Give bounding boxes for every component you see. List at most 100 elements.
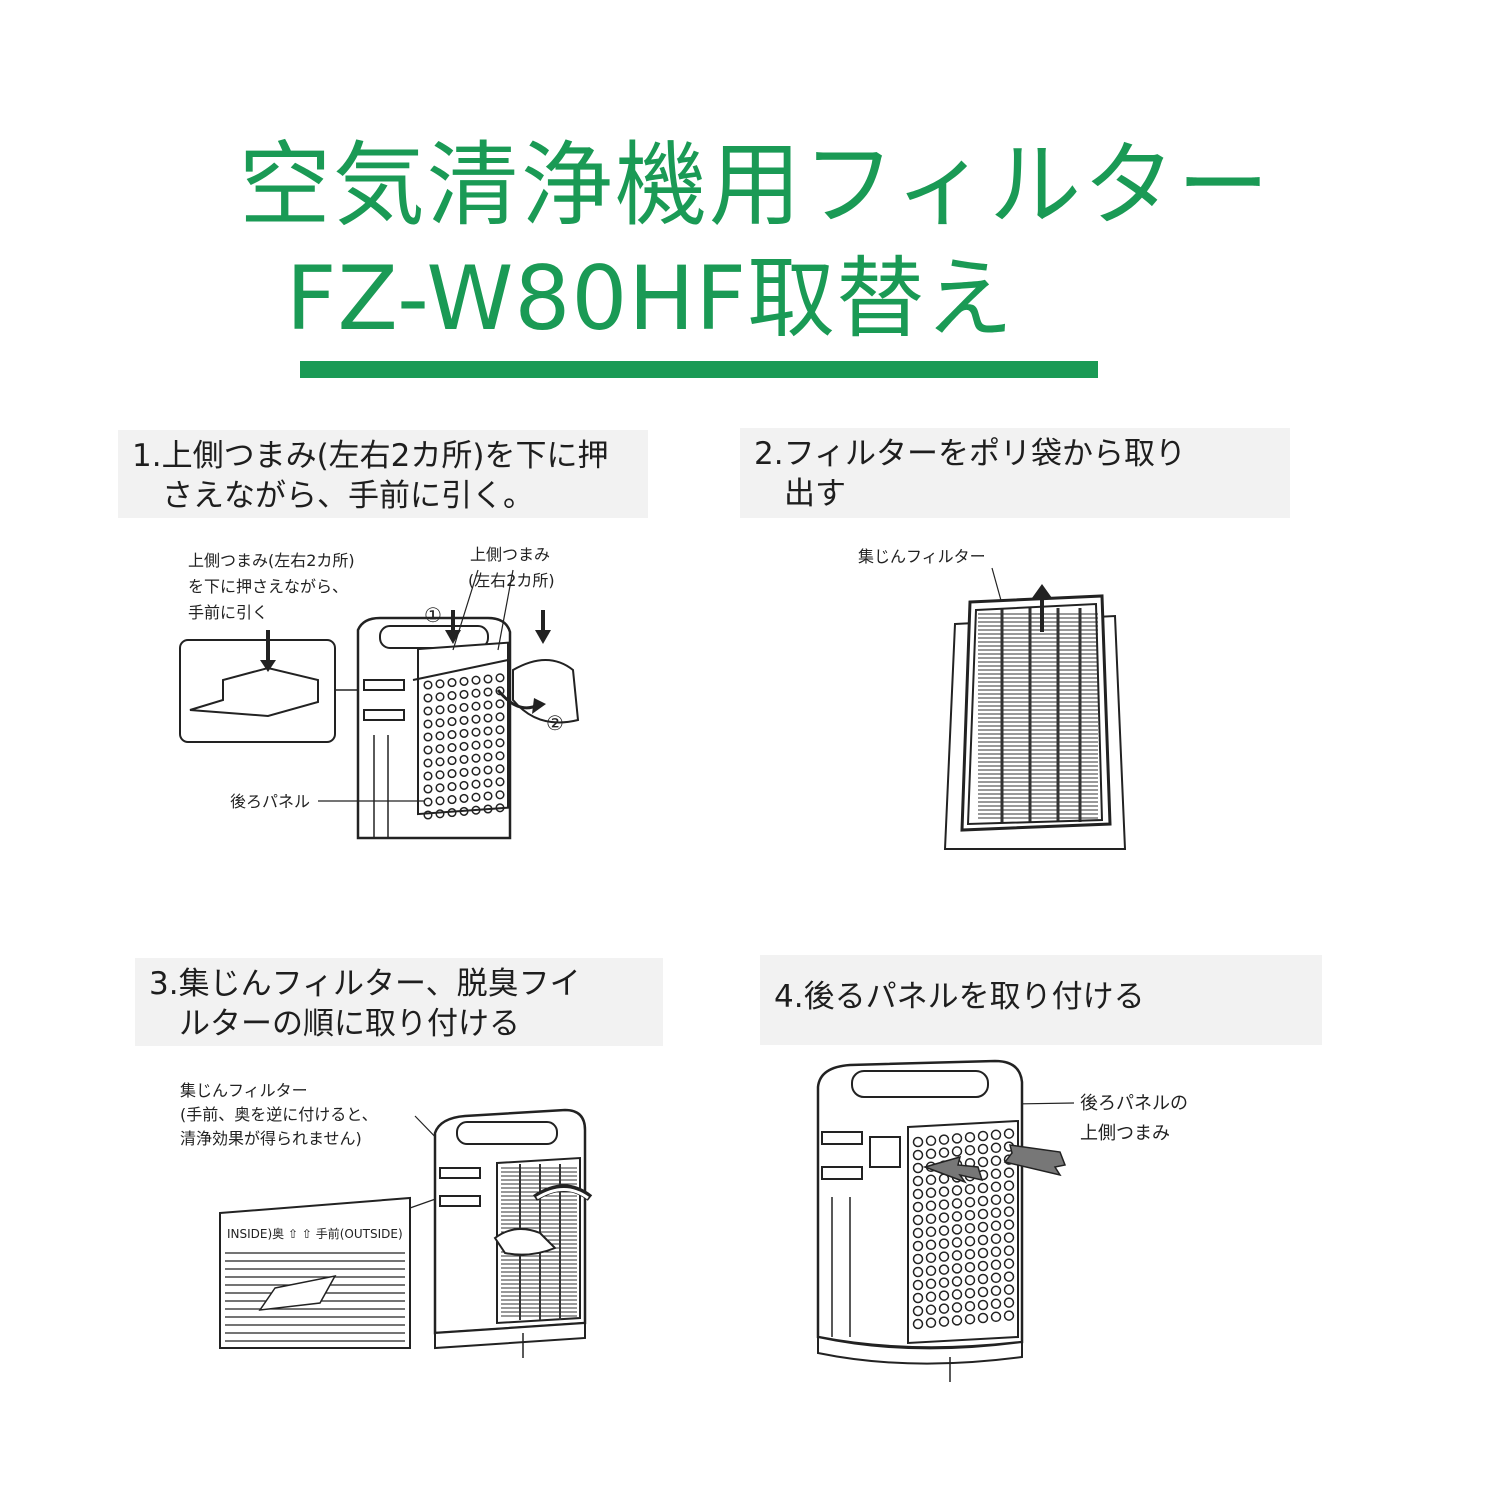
step-2-label-a1: 集じんフィルター [858, 547, 986, 566]
panel-hole [990, 1220, 1002, 1232]
panel-hole [459, 780, 469, 790]
panel-hole [1003, 1271, 1015, 1282]
panel-hole [938, 1277, 950, 1288]
panel-hole [990, 1311, 1002, 1323]
panel-hole [951, 1185, 963, 1196]
panel-hole [471, 805, 481, 815]
title-underline [300, 361, 1098, 378]
panel-hole [495, 764, 505, 774]
panel-hole [977, 1273, 989, 1285]
panel-hole [495, 738, 505, 748]
panel-hole [447, 756, 457, 766]
panel-hole [1003, 1206, 1015, 1217]
panel-hole [925, 1291, 937, 1303]
panel-hole [423, 758, 433, 768]
step-3-label-a1: 集じんフィルター [180, 1081, 308, 1100]
panel-hole [435, 757, 445, 767]
panel-hole [435, 731, 445, 741]
panel-hole [912, 1253, 924, 1265]
panel-hole [471, 714, 481, 724]
panel-hole [435, 705, 445, 715]
panel-hole [925, 1226, 937, 1238]
panel-hole [483, 687, 493, 697]
panel-hole [495, 673, 505, 683]
panel-hole [435, 718, 445, 728]
panel-hole [459, 715, 469, 725]
panel-hole [938, 1316, 950, 1327]
panel-hole [912, 1201, 924, 1213]
step-4-label-a1: 後ろパネルの [1080, 1093, 1188, 1114]
step-1-label-a1: 上側つまみ(左右2カ所) [188, 551, 355, 570]
panel-hole [495, 712, 505, 722]
panel-hole [471, 740, 481, 750]
panel-hole [951, 1146, 963, 1157]
panel-hole [938, 1199, 950, 1210]
panel-hole [447, 782, 457, 792]
panel-hole [977, 1247, 989, 1259]
panel-hole [447, 795, 457, 805]
panel-hole [990, 1272, 1002, 1284]
panel-hole [447, 769, 457, 779]
panel-hole [938, 1264, 950, 1275]
panel-hole [977, 1195, 989, 1207]
panel-hole [483, 778, 493, 788]
panel-hole [951, 1250, 963, 1261]
step-1-illustration: 上側つまみ(左右2カ所) を下に押さえながら、 手前に引く 上側つまみ (左右2… [179, 545, 580, 840]
panel-hole [990, 1181, 1002, 1193]
panel-hole [447, 730, 457, 740]
panel-hole [925, 1135, 937, 1147]
panel-hole [964, 1287, 976, 1299]
step-1-label-a2: を下に押さえながら、 [188, 577, 348, 596]
panel-hole [912, 1188, 924, 1200]
panel-hole [447, 704, 457, 714]
step-4-caption-line1: 4.後るパネルを取り付ける [774, 979, 1145, 1015]
step-4-illustration: 後ろパネルの 上側つまみ [816, 1059, 1188, 1382]
panel-hole [912, 1175, 924, 1187]
step-1-label-a3: 手前に引く [188, 603, 268, 622]
panel-hole [990, 1298, 1002, 1310]
page-title: 空気清浄機用フィルター [238, 132, 1272, 239]
step-1-num-2: ② [546, 711, 564, 735]
panel-hole [977, 1143, 989, 1155]
step-3-label-tag: INSIDE)奥 ⇧ ⇧ 手前(OUTSIDE) [227, 1226, 403, 1241]
panel-hole [1003, 1297, 1015, 1308]
panel-hole [938, 1212, 950, 1223]
panel-hole [951, 1224, 963, 1235]
panel-hole [1003, 1128, 1015, 1139]
panel-hole [459, 689, 469, 699]
panel-hole [938, 1290, 950, 1301]
panel-hole [977, 1286, 989, 1298]
panel-hole [977, 1182, 989, 1194]
panel-hole [459, 767, 469, 777]
panel-hole [925, 1239, 937, 1251]
panel-hole [471, 779, 481, 789]
panel-hole [1003, 1219, 1015, 1230]
panel-hole [964, 1144, 976, 1156]
step-3-caption-line1: 3.集じんフィルター、脱臭フイ [149, 966, 581, 1002]
panel-hole [964, 1248, 976, 1260]
panel-hole [951, 1133, 963, 1144]
panel-hole [471, 675, 481, 685]
panel-hole [471, 753, 481, 763]
panel-hole [447, 743, 457, 753]
panel-hole [977, 1130, 989, 1142]
panel-hole [912, 1149, 924, 1161]
panel-hole [977, 1221, 989, 1233]
panel-hole [990, 1246, 1002, 1258]
panel-hole [912, 1266, 924, 1278]
panel-hole [964, 1196, 976, 1208]
panel-hole [925, 1278, 937, 1290]
step-1-panel: 1.上側つまみ(左右2カ所)を下に押 さえながら、手前に引く。 上側つまみ(左右… [118, 430, 648, 850]
panel-hole [459, 702, 469, 712]
step-1-caption-line2: さえながら、手前に引く。 [162, 478, 534, 514]
panel-hole [483, 726, 493, 736]
panel-hole [447, 808, 457, 818]
panel-hole [938, 1134, 950, 1145]
panel-hole [435, 783, 445, 793]
panel-hole [925, 1200, 937, 1212]
panel-hole [912, 1227, 924, 1239]
panel-hole [990, 1155, 1002, 1167]
panel-hole [951, 1302, 963, 1313]
step-1-caption: 1.上側つまみ(左右2カ所)を下に押 さえながら、手前に引く。 [118, 430, 648, 518]
step-4-caption: 4.後るパネルを取り付ける [760, 955, 1322, 1045]
